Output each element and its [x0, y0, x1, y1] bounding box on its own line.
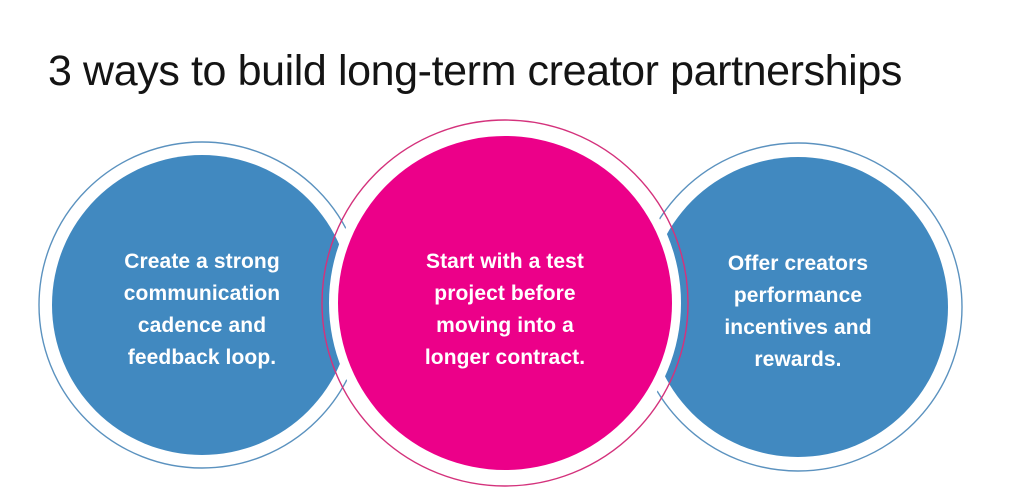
page-title: 3 ways to build long-term creator partne… — [48, 46, 902, 95]
circle-fill-3[interactable] — [648, 157, 948, 457]
circle-outline-ring-2 — [321, 119, 689, 487]
circle-fill-1[interactable] — [52, 155, 352, 455]
circle-fill-2[interactable] — [338, 136, 672, 470]
